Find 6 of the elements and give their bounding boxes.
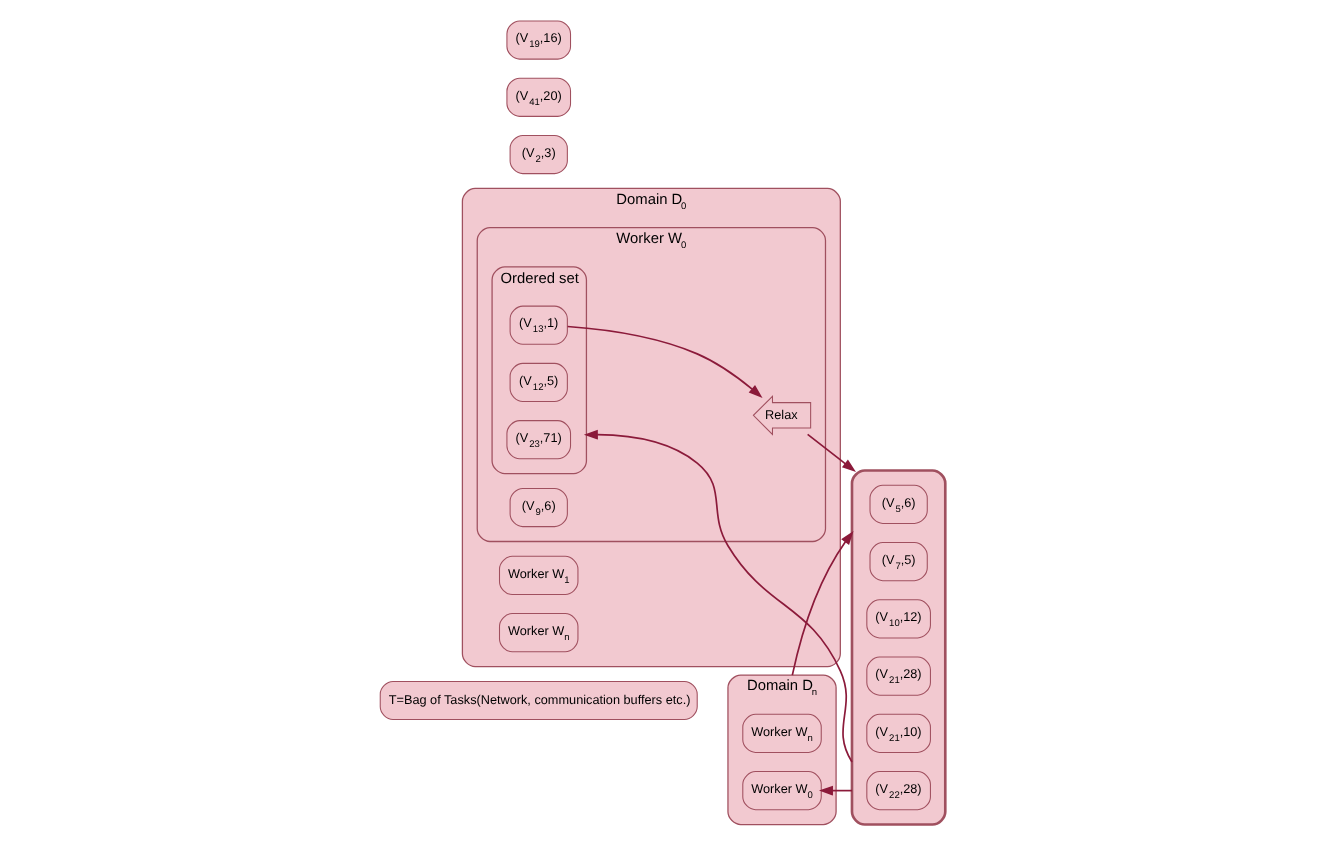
cluster [849, 469, 946, 826]
arrow [582, 429, 852, 763]
arrow [805, 433, 855, 473]
arrow [790, 530, 853, 676]
arrow [817, 785, 852, 796]
arrow [565, 325, 762, 398]
